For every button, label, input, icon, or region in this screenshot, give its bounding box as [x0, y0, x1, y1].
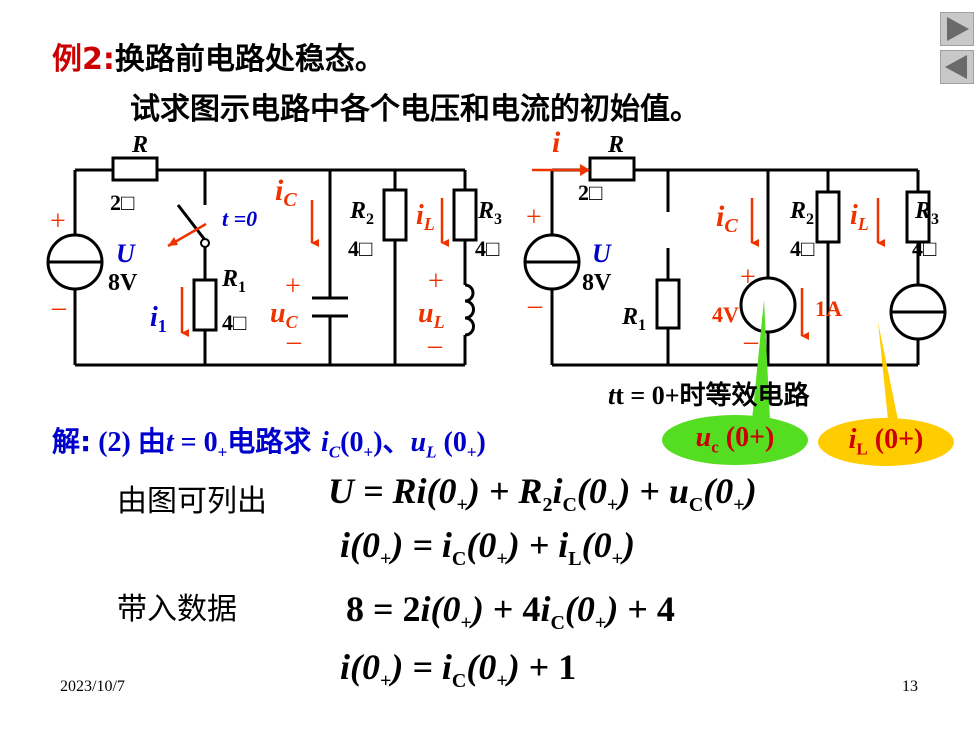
label-plus-left: + [50, 206, 66, 237]
equation-1: U = Ri(0+) + R2iC(0+) + uC(0+) [328, 471, 757, 517]
resistor-r3-right [905, 190, 931, 244]
label-r2-value-right: 4□ [790, 236, 814, 261]
label-r-value: 2□ [110, 190, 134, 215]
solution-prefix: 解: [52, 425, 92, 458]
label-u-value: 8V [108, 270, 138, 296]
solution-step: (2) 由 [98, 427, 166, 458]
label-1a: 1A [815, 296, 842, 321]
label-r3-value-right: 4□ [912, 236, 936, 261]
label-4v: 4V [712, 302, 739, 327]
label-r2-right: R2 [789, 198, 814, 228]
equation-3: 8 = 2i(0+) + 4iC(0+) + 4 [346, 589, 675, 635]
callout-pointer-uc [752, 300, 770, 420]
label-i1: i1 [150, 302, 167, 336]
label-uc-plus: + [285, 271, 301, 302]
label-substitute: 带入数据 [117, 592, 237, 627]
label-r2-left: R2 [349, 198, 374, 228]
prev-slide-button[interactable] [940, 50, 974, 84]
callout-uc-bubble: uc (0+) [662, 415, 808, 465]
label-uc: uC [270, 298, 299, 332]
solution-t: t [165, 427, 174, 458]
resistor-r2-right [815, 190, 841, 244]
switch-icon [167, 204, 210, 248]
callout-il-text: iL (0+) [848, 424, 924, 459]
label-4v-minus: – [743, 326, 759, 357]
label-plus-right: + [526, 202, 542, 233]
inductor-icon [464, 283, 475, 337]
label-il-right: iL [850, 200, 869, 234]
left-circuit [73, 168, 467, 367]
resistor-r2 [382, 188, 408, 242]
label-ic-left: iC [275, 174, 297, 211]
footer-page-number: 13 [902, 678, 918, 695]
label-r1: R1 [221, 266, 246, 296]
label-uc-minus: – [286, 326, 302, 357]
circuit-diagrams: R 2□ t =0 + – U 8V i1 R1 4□ iC + uC – R2… [46, 126, 947, 420]
equation-2: i(0+) = iC(0+) + iL(0+) [340, 525, 636, 571]
label-ic-right: iC [716, 200, 738, 237]
label-minus-left: – [51, 292, 67, 323]
label-ul-plus: + [428, 266, 444, 297]
voltage-source-4v [739, 276, 797, 334]
label-4v-plus: + [740, 262, 756, 293]
callout-uc-text: uc (0+) [695, 422, 775, 457]
equation-4: i(0+) = iC(0+) + 1 [340, 647, 577, 693]
label-r3-left: R3 [477, 198, 502, 228]
next-slide-button[interactable] [940, 12, 974, 46]
solution-eq-zero: = 0 [173, 427, 218, 458]
resistor-r1-right [655, 278, 681, 330]
label-il-left: iL [416, 200, 435, 234]
label-minus-right: – [527, 290, 543, 321]
label-r1-value: 4□ [222, 310, 246, 335]
resistor-r-right [588, 156, 636, 182]
footer-date: 2023/10/7 [60, 678, 125, 695]
title-line-1: 例2:换路前电路处稳态。 [52, 34, 385, 78]
title-line-2: 试求图示电路中各个电压和电流的初始值。 [130, 92, 700, 127]
callout-il-bubble: iL (0+) [818, 418, 954, 466]
title-text-1: 换路前电路处稳态。 [114, 42, 385, 77]
label-ul: uL [418, 298, 445, 332]
resistor-r1 [192, 278, 218, 332]
label-r2-value-left: 4□ [348, 236, 372, 261]
label-ul-minus: – [427, 330, 443, 361]
label-r: R [131, 132, 148, 158]
solution-line: 解: (2) 由t = 0+电路求 iC(0+)、uL (0+) [52, 425, 486, 462]
label-r3-value-left: 4□ [475, 236, 499, 261]
solution-mid: 电路求 [227, 425, 322, 458]
triangle-right-icon [947, 17, 969, 41]
label-i-right: i [552, 126, 561, 159]
label-from-figure: 由图可列出 [117, 484, 267, 519]
label-u-right: U [592, 239, 612, 268]
example-number: 例2: [52, 42, 115, 77]
callout-pointer-il [878, 322, 898, 420]
triangle-left-icon [945, 55, 967, 79]
equivalent-circuit-caption: tt = 0+时等效电路 [608, 380, 811, 410]
label-r3-right: R3 [914, 198, 939, 228]
label-u: U [116, 239, 136, 268]
right-circuit [550, 168, 920, 367]
label-r-value-right: 2□ [578, 180, 602, 205]
resistor-r3 [452, 188, 478, 242]
label-switch-time: t =0 [222, 206, 257, 231]
label-r-right: R [607, 132, 624, 158]
label-r1-right: R1 [621, 304, 646, 334]
capacitor-icon [312, 296, 348, 318]
resistor-r [111, 156, 159, 182]
label-u-value-right: 8V [582, 270, 612, 296]
